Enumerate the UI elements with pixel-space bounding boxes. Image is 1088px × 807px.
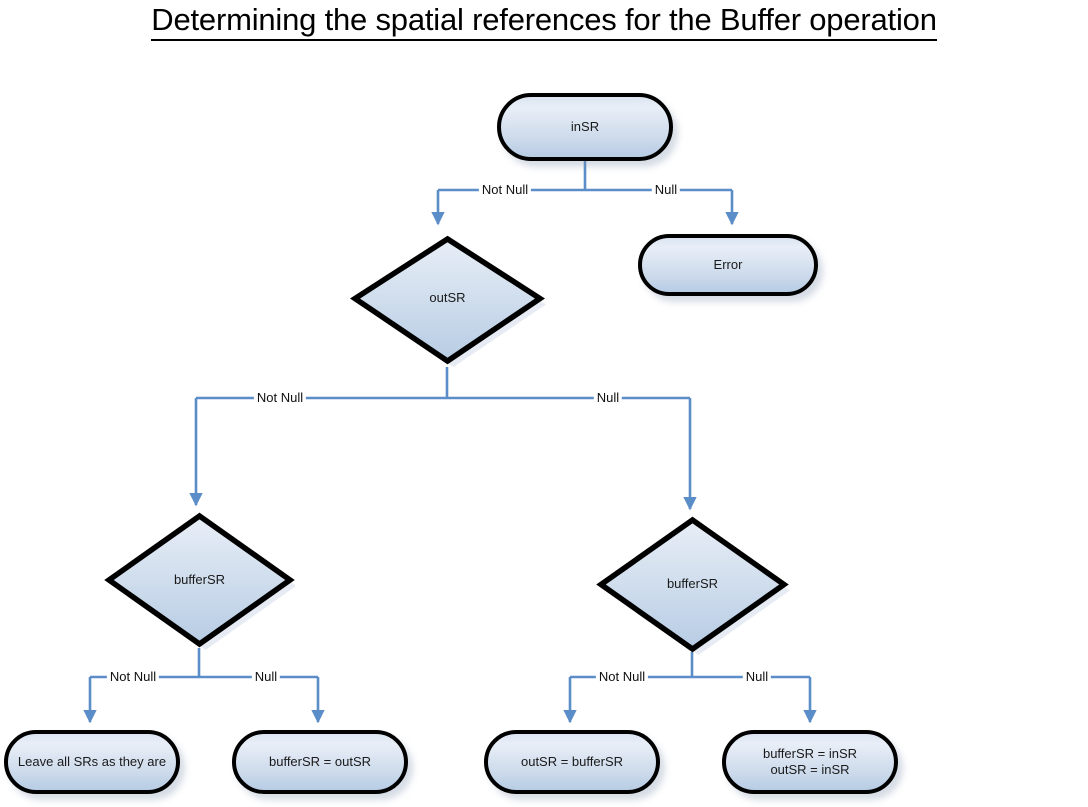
page-title-text: Determining the spatial references for t… bbox=[151, 2, 937, 41]
node-error-label: Error bbox=[713, 256, 743, 272]
node-leave-all-srs-label: Leave all SRs as they are bbox=[17, 753, 167, 769]
node-outsr-label: outSR bbox=[429, 290, 466, 306]
edge-label-insr-null: Null bbox=[651, 183, 681, 197]
node-outsr-equals-buffersr[interactable]: outSR = bufferSR bbox=[484, 730, 660, 794]
edge-label-outsr-null: Null bbox=[593, 391, 623, 405]
edge-label-buffersr-left-null: Null bbox=[251, 670, 281, 684]
diamond-shape-buffersr-right bbox=[596, 516, 789, 655]
node-insr-label: inSR bbox=[570, 118, 600, 134]
node-outsr[interactable]: outSR bbox=[348, 230, 547, 367]
node-buffersr-right-label: bufferSR bbox=[666, 576, 719, 592]
node-buffersr-left-label: bufferSR bbox=[173, 571, 226, 587]
node-buffersr-outsr-equals-insr-line1: bufferSR = inSR bbox=[762, 745, 858, 761]
node-insr[interactable]: inSR bbox=[497, 93, 673, 161]
node-outsr-equals-buffersr-label: outSR = bufferSR bbox=[520, 753, 623, 769]
diamond-shape-buffersr-left bbox=[104, 512, 295, 650]
node-buffersr-left[interactable]: bufferSR bbox=[104, 509, 295, 651]
node-leave-all-srs[interactable]: Leave all SRs as they are bbox=[4, 730, 180, 794]
node-buffersr-outsr-equals-insr[interactable]: bufferSR = inSR outSR = inSR bbox=[722, 730, 898, 794]
node-buffersr-equals-outsr-label: bufferSR = outSR bbox=[268, 753, 371, 769]
edge-label-buffersr-right-null: Null bbox=[742, 670, 772, 684]
node-buffersr-outsr-equals-insr-line2: outSR = inSR bbox=[770, 762, 850, 777]
edge-label-insr-not-null: Not Null bbox=[478, 183, 532, 197]
diamond-shape-outsr bbox=[350, 235, 546, 367]
node-buffersr-equals-outsr[interactable]: bufferSR = outSR bbox=[232, 730, 408, 794]
edge-label-buffersr-right-not-null: Not Null bbox=[595, 670, 649, 684]
page-title: Determining the spatial references for t… bbox=[0, 2, 1088, 41]
node-buffersr-outsr-equals-insr-lines: bufferSR = inSR outSR = inSR bbox=[763, 746, 857, 779]
edge-label-outsr-not-null: Not Null bbox=[253, 391, 307, 405]
edge-label-buffersr-left-not-null: Not Null bbox=[106, 670, 160, 684]
node-buffersr-right[interactable]: bufferSR bbox=[596, 513, 789, 656]
node-error[interactable]: Error bbox=[638, 234, 818, 296]
